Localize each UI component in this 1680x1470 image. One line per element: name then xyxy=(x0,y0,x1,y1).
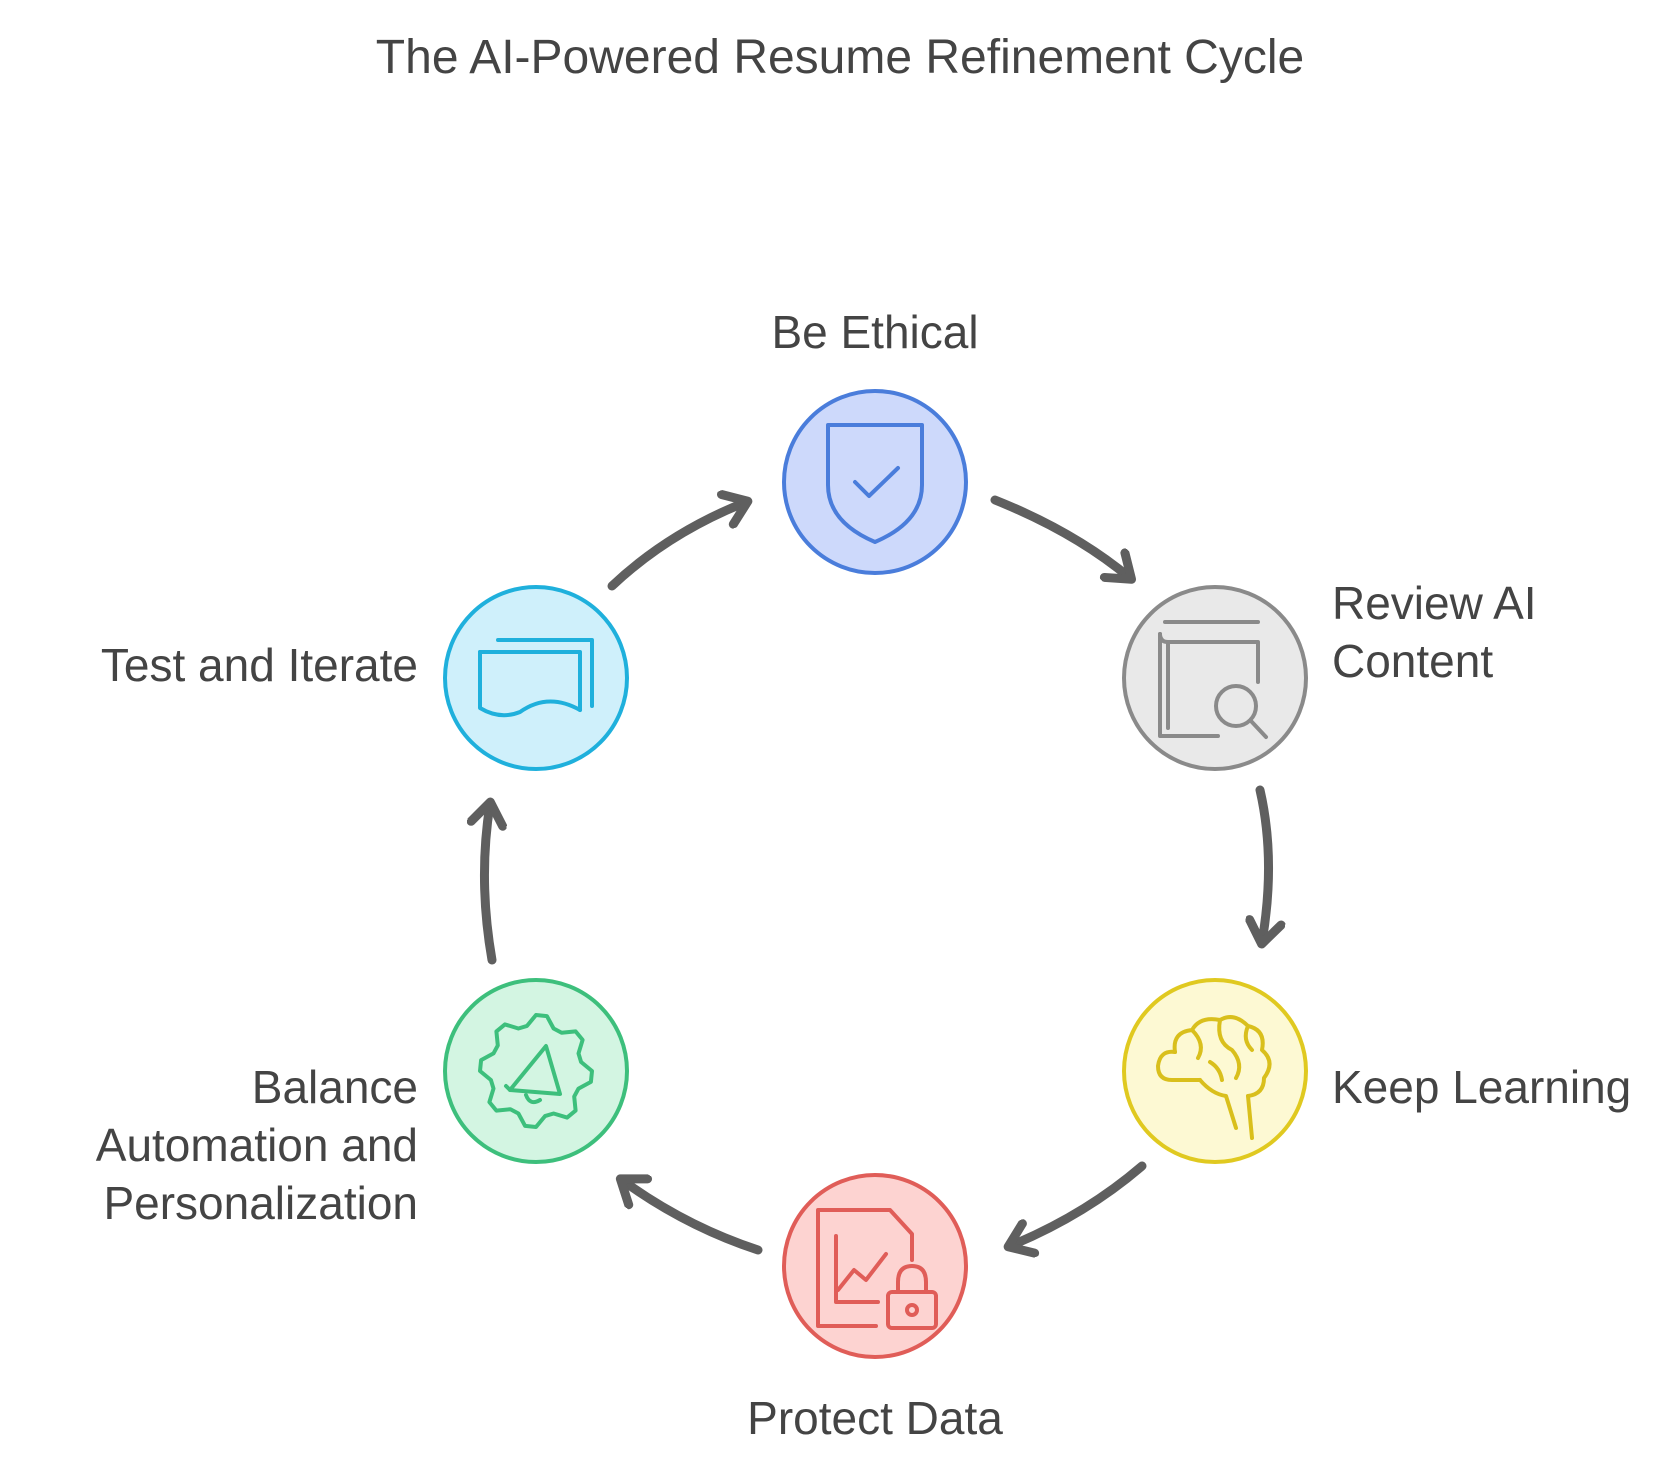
step-review-ai-content xyxy=(1122,585,1308,771)
step-circle xyxy=(1122,978,1308,1164)
step-circle xyxy=(443,978,629,1164)
diagram-title: The AI-Powered Resume Refinement Cycle xyxy=(375,31,1305,84)
arrow-ethical-to-review xyxy=(990,495,1130,578)
step-test-and-iterate xyxy=(443,585,629,771)
documents-icon xyxy=(478,638,594,718)
arrow-test-to-ethical xyxy=(607,502,746,591)
step-circle xyxy=(1122,585,1308,771)
brain-icon xyxy=(1156,1015,1272,1140)
step-circle xyxy=(443,585,629,771)
arrow-protect-to-balance xyxy=(622,1180,763,1255)
locked-document-chart-icon xyxy=(816,1208,938,1330)
step-balance-automation xyxy=(443,978,629,1164)
book-search-icon xyxy=(1158,620,1268,739)
gear-megaphone-icon xyxy=(478,1013,594,1129)
step-label-test-and-iterate: Test and Iterate xyxy=(100,639,418,691)
arrow-learning-to-protect xyxy=(1010,1161,1147,1246)
step-label-balance-automation: Balance Automation and Personalization xyxy=(95,1061,418,1229)
step-label-keep-learning: Keep Learning xyxy=(1332,1061,1632,1113)
shield-check-icon xyxy=(826,423,924,544)
step-circle xyxy=(782,389,968,575)
step-keep-learning xyxy=(1122,978,1308,1164)
step-label-be-ethical: Be Ethical xyxy=(771,306,979,358)
cycle-arrows xyxy=(484,500,1268,1250)
arrow-balance-to-test xyxy=(484,804,492,965)
arrow-review-to-learning xyxy=(1260,785,1269,942)
step-label-protect-data: Protect Data xyxy=(747,1392,1003,1444)
step-label-review-ai-content: Review AI Content xyxy=(1332,577,1537,687)
step-protect-data xyxy=(782,1173,968,1359)
step-be-ethical xyxy=(782,389,968,575)
